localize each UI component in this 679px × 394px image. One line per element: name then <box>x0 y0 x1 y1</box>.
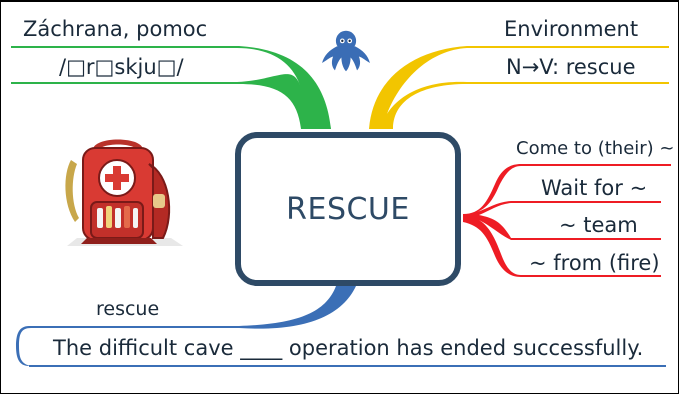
central-concept-box: RESCUE <box>235 132 461 286</box>
central-concept-title: RESCUE <box>286 191 410 227</box>
answer-label: rescue <box>96 298 160 320</box>
blue-branch <box>16 286 356 366</box>
collocation-item: ~ team <box>559 213 638 237</box>
collocation-item: ~ from (fire) <box>529 251 660 275</box>
collocation-item: Come to (their) ~ <box>516 138 675 159</box>
first-aid-backpack-icon <box>65 139 183 246</box>
example-sentence: The difficult cave ____ operation has en… <box>53 336 644 360</box>
collocation-item: Wait for ~ <box>541 176 648 200</box>
yellow-branch <box>369 46 669 129</box>
word-class-label: N→V: rescue <box>506 55 636 79</box>
czech-translation-label: Záchrana, pomoc <box>23 17 208 41</box>
environment-label: Environment <box>504 17 639 41</box>
octopus-logo-icon <box>322 30 370 72</box>
phonetic-label: /□r□skju□/ <box>59 55 184 79</box>
